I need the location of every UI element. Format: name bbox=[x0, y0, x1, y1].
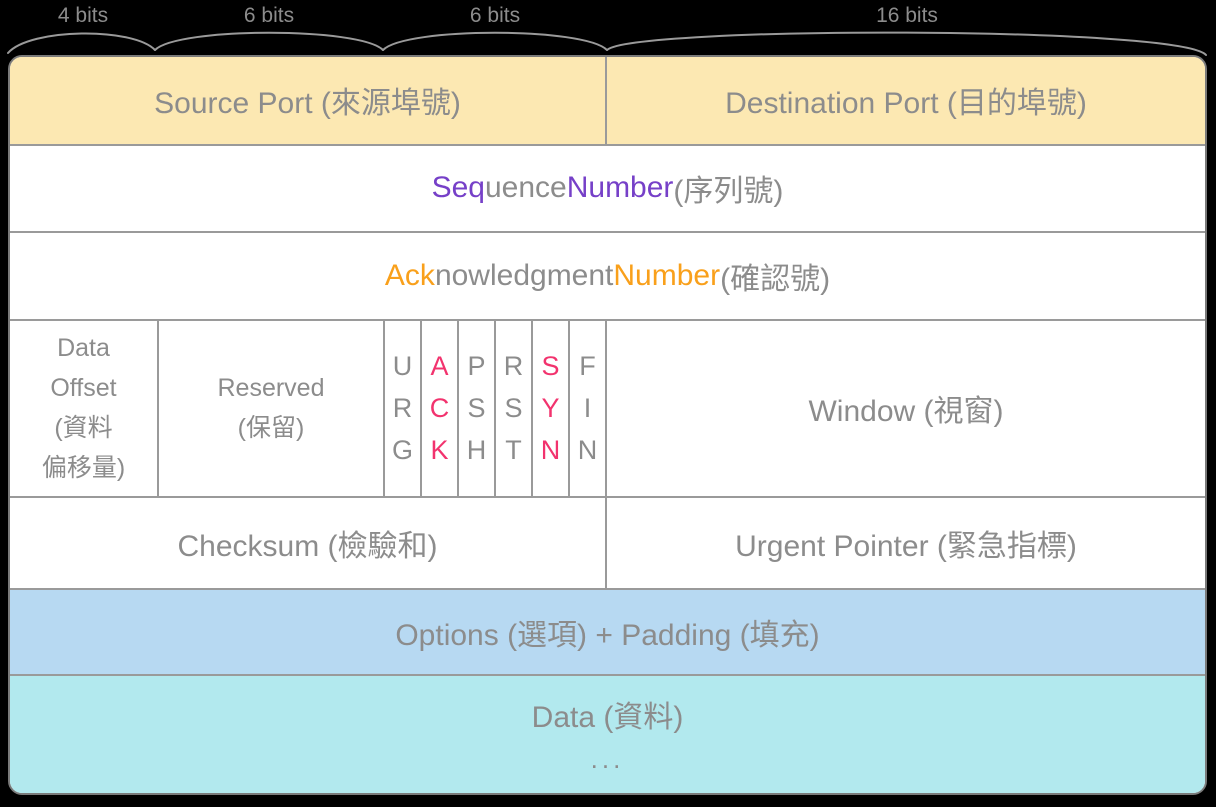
cell-data-label: Data (資料) bbox=[531, 701, 684, 735]
sequence-chinese: (序列號) bbox=[673, 175, 784, 209]
brace-4bits bbox=[7, 32, 156, 54]
cell-options-padding: Options (選項) + Padding (填充) bbox=[395, 618, 820, 652]
row-ports: Source Port (來源埠號) Destination Port (目的埠… bbox=[10, 57, 1205, 144]
brace-6bits-1 bbox=[154, 31, 384, 51]
cell-checksum: Checksum (檢驗和) bbox=[10, 497, 607, 589]
bit-label-16bits: 16 bits bbox=[876, 4, 938, 27]
bit-label-4bits: 4 bits bbox=[57, 4, 109, 27]
cell-window: Window (視窗) bbox=[808, 395, 1004, 429]
cell-data-offset: Data Offset (資料 偏移量) bbox=[10, 320, 159, 496]
sequence-highlight-number: Number bbox=[566, 171, 674, 205]
tcp-header-table: Source Port (來源埠號) Destination Port (目的埠… bbox=[8, 55, 1207, 795]
brace-16bits bbox=[606, 31, 1207, 56]
row-checksum-urgent: Checksum (檢驗和) Urgent Pointer (緊急指標) bbox=[10, 495, 1205, 589]
cell-source-port: Source Port (來源埠號) bbox=[10, 57, 607, 144]
bit-label-6bits-2: 6 bits bbox=[469, 4, 521, 27]
brace-6bits-2 bbox=[382, 31, 608, 51]
ack-chinese: (確認號) bbox=[720, 262, 831, 296]
ack-plain: nowledgment bbox=[434, 258, 614, 292]
sequence-plain: uence bbox=[484, 171, 567, 205]
ack-highlight-number: Number bbox=[613, 258, 721, 292]
cell-destination-port: Destination Port (目的埠號) bbox=[725, 87, 1087, 121]
cell-urgent-pointer: Urgent Pointer (緊急指標) bbox=[735, 529, 1077, 563]
row-options-padding: Options (選項) + Padding (填充) bbox=[10, 588, 1205, 674]
row-data: Data (資料) ... bbox=[10, 673, 1205, 793]
bit-width-braces bbox=[7, 31, 1207, 56]
sequence-highlight-seq: Seq bbox=[431, 171, 485, 205]
bit-label-6bits-1: 6 bits bbox=[243, 4, 295, 27]
cell-reserved: Reserved (保留) bbox=[159, 320, 385, 496]
ack-highlight-ack: Ack bbox=[384, 258, 435, 292]
data-ellipsis: ... bbox=[590, 743, 625, 774]
